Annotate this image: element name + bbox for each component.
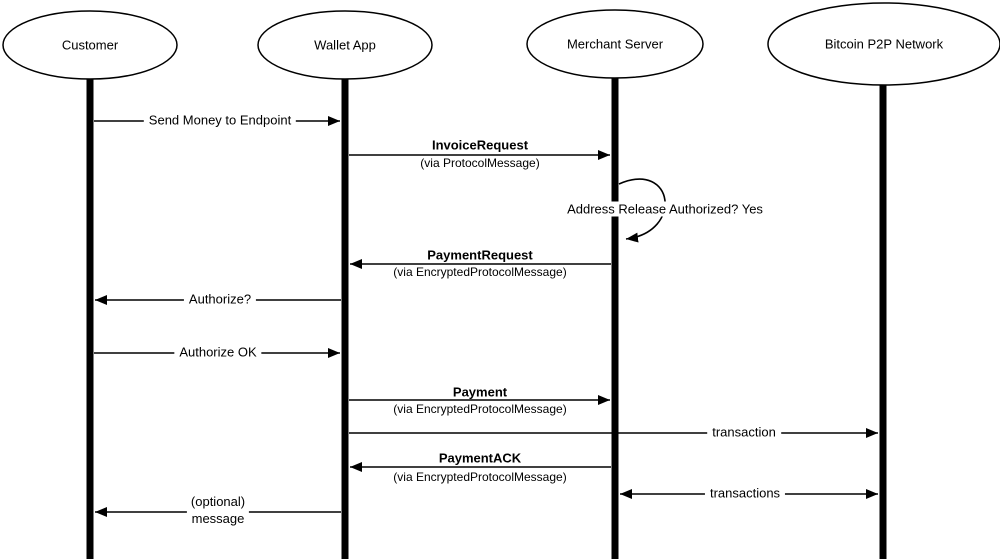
message-label-payment-request: PaymentRequest <box>427 247 533 263</box>
message-sublabel-payment: (via EncryptedProtocolMessage) <box>393 402 567 416</box>
message-label-send-money: Send Money to Endpoint <box>143 112 297 128</box>
message-label-address-release: Address Release Authorized? Yes <box>562 201 768 217</box>
message-label-payment-ack: PaymentACK <box>438 450 522 466</box>
participant-ellipse-merchant-server <box>526 9 704 79</box>
message-sublabel-payment-request: (via EncryptedProtocolMessage) <box>393 265 567 279</box>
participant-ellipse-wallet-app <box>257 10 433 80</box>
message-label-transactions: transactions <box>704 485 786 501</box>
participant-label-merchant-server: Merchant Server <box>566 36 664 52</box>
message-label-authorize: Authorize? <box>183 291 257 307</box>
participant-label-customer: Customer <box>61 37 119 53</box>
message-label-optional-line1: (optional) <box>190 494 246 509</box>
message-label-transaction: transaction <box>707 424 781 440</box>
message-label-optional-message: (optional) message <box>186 493 250 527</box>
participant-ellipse-customer <box>2 10 178 80</box>
participant-label-wallet-app: Wallet App <box>314 37 376 53</box>
message-label-payment: Payment <box>452 384 508 400</box>
participant-ellipse-bitcoin-network <box>767 2 1000 86</box>
message-label-invoice-request: InvoiceRequest <box>431 137 529 153</box>
message-sublabel-payment-ack: (via EncryptedProtocolMessage) <box>393 470 567 484</box>
arrow-self-address-release <box>618 178 666 243</box>
participant-label-bitcoin-network: Bitcoin P2P Network <box>824 36 944 52</box>
message-sublabel-invoice-request: (via ProtocolMessage) <box>420 156 540 170</box>
message-label-authorize-ok: Authorize OK <box>174 344 262 360</box>
message-label-optional-line2: message <box>191 511 245 526</box>
